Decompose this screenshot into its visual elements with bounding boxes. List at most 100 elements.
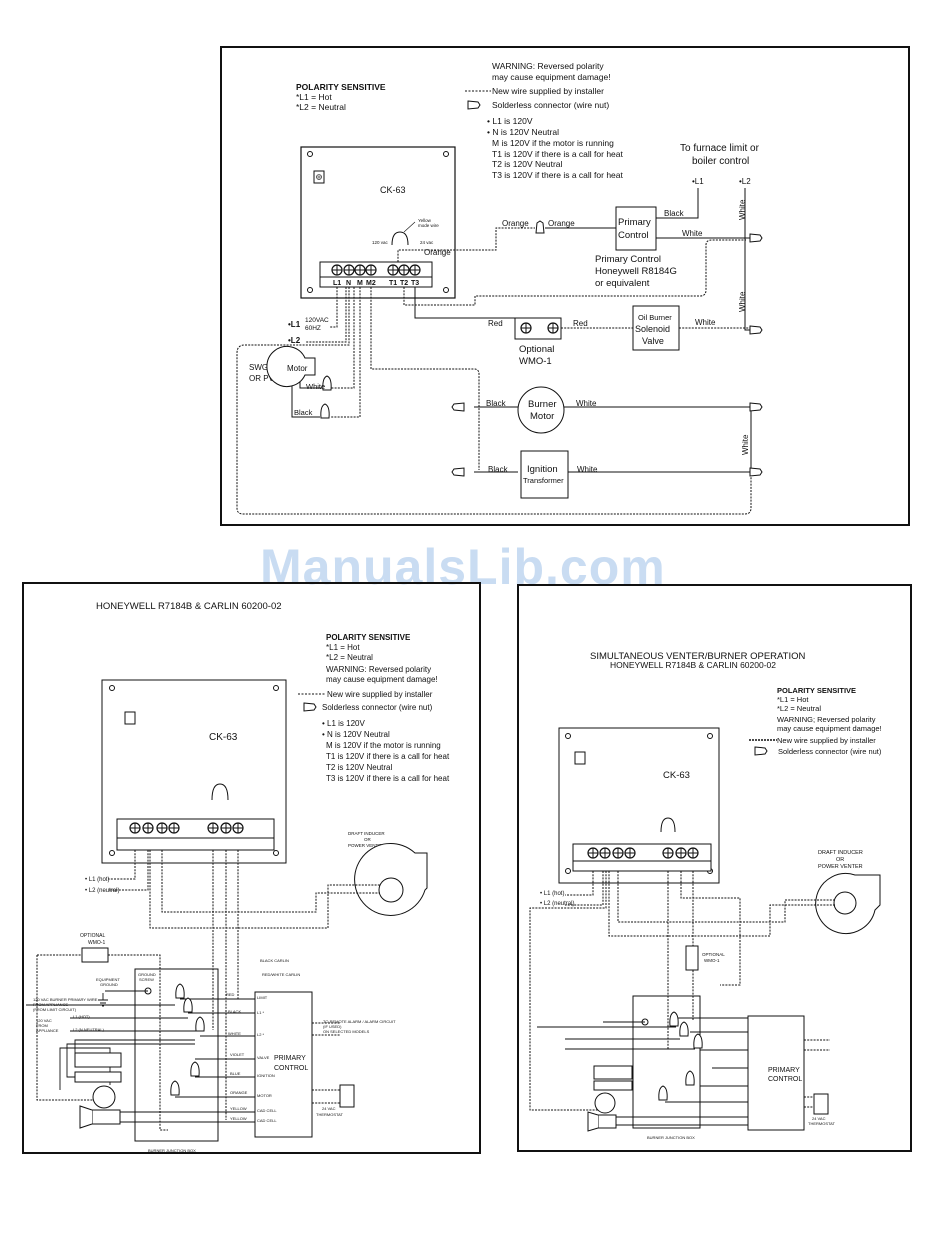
motor-white-label: White xyxy=(306,382,325,391)
note: T1 is 120V if there is a call for heat xyxy=(492,149,624,159)
ck63-board: CK-63 Yellow mode wire 120 vac 24 vac Or… xyxy=(300,146,456,299)
legend-new-wire: New wire supplied by installer xyxy=(777,736,876,745)
draft-label: DRAFT INDUCER xyxy=(348,831,385,836)
venter-motor-icon xyxy=(266,346,316,387)
supply-label: 120 VAC BURNER PRIMARY WIRE xyxy=(33,997,98,1002)
supply-label-2: FROM APPLIANCE xyxy=(33,1002,68,1007)
board-title: CK-63 xyxy=(380,185,406,195)
supply-voltage: 120VAC xyxy=(305,317,329,324)
burner-motor-label: Burner xyxy=(528,399,557,410)
l1-label: • L1 (hot) xyxy=(540,891,564,897)
thermostat-label: 24 VAC xyxy=(812,1116,826,1121)
primary-control-box xyxy=(747,1015,805,1131)
primary-control-box xyxy=(615,206,657,251)
note: • N is 120V Neutral xyxy=(487,127,559,137)
ct: L2 * xyxy=(257,1032,265,1037)
panel-title: HONEYWELL R7184B & CARLIN 60200-02 xyxy=(96,601,282,612)
wl: YELLOW xyxy=(230,1116,247,1121)
carlin-black: BLACK CARLIN xyxy=(260,958,289,963)
note: M is 120V if the motor is running xyxy=(492,138,614,148)
supply-l2: •L2 xyxy=(288,336,301,345)
control-label: Control xyxy=(618,230,649,241)
wmo-label: OPTIONAL xyxy=(702,952,725,957)
wl: YELLOW xyxy=(230,1106,247,1111)
venter-label-2: OR PVE xyxy=(249,374,279,383)
wl: BLACK xyxy=(228,1009,241,1014)
carlin-redwhite: RED/WHITE CARLIN xyxy=(262,972,300,977)
polarity-title: POLARITY SENSITIVE xyxy=(777,686,856,695)
wmo-label-2: WMO-1 xyxy=(88,940,105,946)
120vac-label: 120 vac xyxy=(372,240,389,245)
mode-wire-label: mode wire xyxy=(418,223,439,228)
legend-connector: Solderless connector (wire nut) xyxy=(492,100,609,110)
wmo-label: OPTIONAL xyxy=(80,933,106,939)
legend-connector: Solderless connector (wire nut) xyxy=(778,747,882,756)
burner-motor-icon xyxy=(92,1085,116,1109)
draft-label-3: POWER VENTER xyxy=(818,864,863,870)
oil-valve-box xyxy=(74,1052,122,1068)
wmo-label-2: WMO-1 xyxy=(519,356,552,367)
ground-screw-label: GROUND xyxy=(138,972,156,977)
legend-connector: Solderless connector (wire nut) xyxy=(322,703,433,712)
draft-label-2: OR xyxy=(364,837,372,842)
burner-motor-icon xyxy=(517,386,565,434)
ct: CAD CELL xyxy=(257,1108,277,1113)
warning-line1: WARNING: Reversed polarity xyxy=(492,61,604,71)
terminal-t1: T1 xyxy=(389,280,397,287)
warning: WARNING: Reversed polarity xyxy=(326,665,431,674)
terminal-n: N xyxy=(346,280,351,287)
thermostat-box xyxy=(813,1093,829,1115)
yellow-label: Yellow xyxy=(418,218,432,223)
board-title: CK-63 xyxy=(663,770,690,781)
ignition-label: Ignition xyxy=(527,464,558,475)
ignition-label-2: Transformer xyxy=(523,476,564,485)
it-white-label: White xyxy=(577,465,598,474)
supply-frequency: 60HZ xyxy=(305,325,321,332)
note: • L1 is 120V xyxy=(487,116,533,126)
thermostat-label: 24 VAC xyxy=(322,1106,336,1111)
legend-new-wire: New wire supplied by installer xyxy=(492,86,604,96)
panel-subtitle: HONEYWELL R7184B & CARLIN 60200-02 xyxy=(610,660,776,670)
motor-label: Motor xyxy=(287,364,308,373)
polarity-l1: *L1 = Hot xyxy=(326,643,360,652)
appliance-3: APPLIANCE xyxy=(36,1028,59,1033)
draft-label: DRAFT INDUCER xyxy=(818,850,863,856)
wire-black-label: Black xyxy=(664,209,685,218)
l2-label: • L2 (neutral) xyxy=(85,888,119,894)
note: T2 is 120V Neutral xyxy=(492,159,563,169)
appliance-2: FROM xyxy=(36,1023,48,1028)
l1-label: • L1 (hot) xyxy=(85,877,109,883)
draft-label-3: POWER VENTER xyxy=(348,843,385,848)
venter-label: SWG,DI xyxy=(249,363,278,372)
control-label: CONTROL xyxy=(768,1076,802,1083)
primary-control-box xyxy=(254,991,313,1138)
top-panel: POLARITY SENSITIVE *L1 = Hot *L2 = Neutr… xyxy=(220,46,910,526)
thermostat-label-2: THERMOSTAT xyxy=(808,1121,836,1126)
ground-label: EQUIPMENT xyxy=(96,977,120,982)
primary-caption-3: or equivalent xyxy=(595,278,650,289)
control-label: CONTROL xyxy=(274,1065,308,1072)
note: T3 is 120V if there is a call for heat xyxy=(492,170,624,180)
burner-junction-box xyxy=(134,968,219,1142)
wire-orange-label: Orange xyxy=(502,219,529,228)
note: • L1 is 120V xyxy=(322,719,365,728)
wmo-label-2: WMO-1 xyxy=(704,958,720,963)
supply-label-3: (FROM LIMIT CIRCUIT) xyxy=(33,1007,77,1012)
wire-red-label: Red xyxy=(488,319,503,328)
terminal-t3: T3 xyxy=(411,280,419,287)
wire-white-label-2: White xyxy=(695,318,716,327)
l2-neutral: L2 (N NEUTRAL) xyxy=(73,1027,105,1032)
alarm-label: TO REMOTE ALARM / ALARM CIRCUIT xyxy=(323,1019,396,1024)
orange-label: Orange xyxy=(424,248,451,257)
supply-l1: •L1 xyxy=(288,320,301,329)
bm-black-label: Black xyxy=(486,399,507,408)
polarity-title: POLARITY SENSITIVE xyxy=(326,633,411,642)
warning: WARNING; Reversed polarity xyxy=(777,715,876,724)
junction-label: BURNER JUNCTION BOX xyxy=(148,1148,196,1153)
note: T2 is 120V Neutral xyxy=(326,763,392,772)
warning-2: may cause equipment damage! xyxy=(777,724,882,733)
wl: RED xyxy=(226,992,235,997)
l2-label: • L2 (neutral) xyxy=(540,901,574,907)
wl: BLUE xyxy=(230,1071,241,1076)
